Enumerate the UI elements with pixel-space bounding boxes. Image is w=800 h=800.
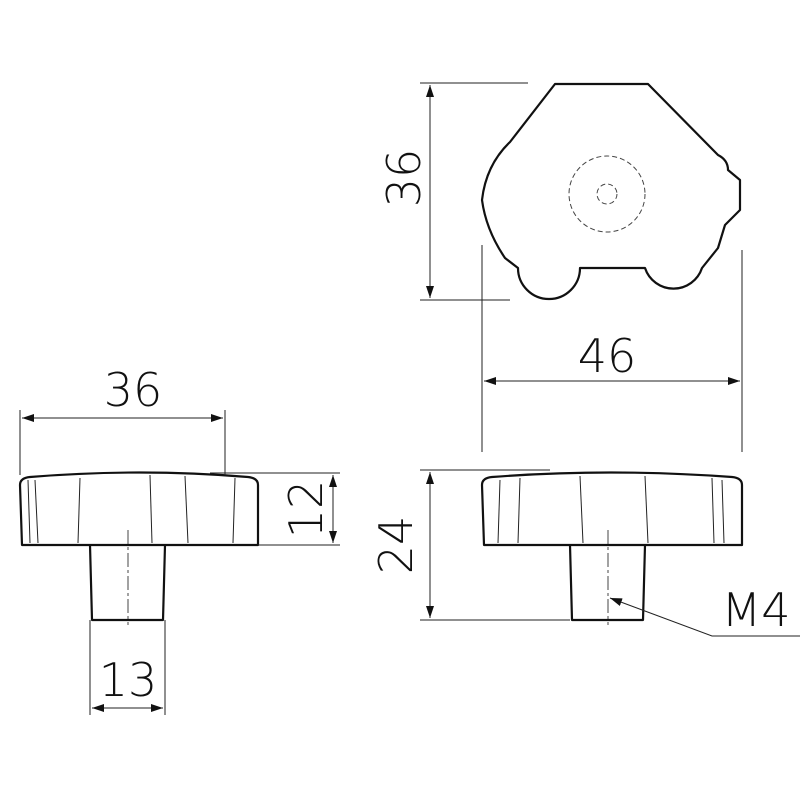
thread-leader-line (609, 597, 800, 637)
dim-stem-diameter: 13 (99, 653, 158, 707)
top-view: 36 46 (377, 82, 743, 452)
thread-label: M4 (722, 583, 791, 637)
knob-head (18, 471, 260, 547)
dim-head-height: 12 (279, 480, 333, 539)
dim-top-width: 46 (578, 329, 637, 383)
side-view-right: 24 M4 (369, 469, 800, 637)
dim-total-height: 24 (369, 516, 423, 575)
hub-circle (568, 155, 646, 233)
side-view-left: 36 12 13 (18, 363, 340, 715)
dim-side-diameter: 36 (104, 363, 163, 417)
top-view-outline (480, 82, 742, 301)
knob-head (480, 471, 744, 547)
dim-top-height: 36 (377, 149, 431, 208)
knob-stem (88, 544, 167, 622)
knob-stem (568, 544, 647, 622)
bore-circle (596, 183, 618, 205)
